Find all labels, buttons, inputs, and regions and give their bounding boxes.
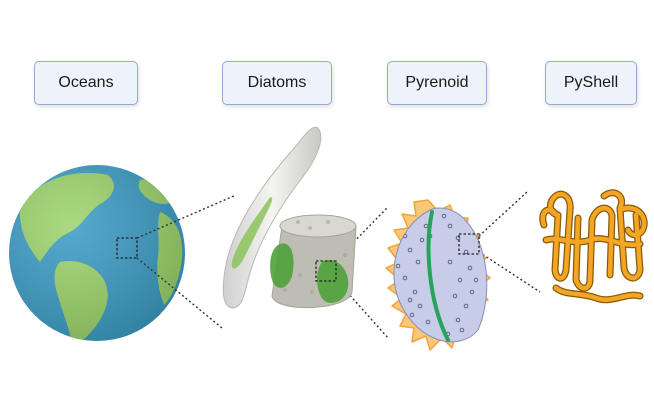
pyshell-protein-icon (539, 189, 648, 304)
earth-globe-icon (9, 165, 185, 341)
pyshell-label: PyShell (545, 61, 637, 105)
pyrenoid-icon (385, 199, 491, 351)
oceans-label: Oceans (34, 61, 138, 105)
zoom-box-diatoms (315, 260, 337, 282)
diatoms-label: Diatoms (222, 61, 332, 105)
pennate-diatom-icon (222, 126, 322, 309)
zoom-box-pyrenoid (458, 233, 480, 255)
zoom-box-oceans (116, 237, 138, 259)
zoom-lines (136, 191, 541, 339)
pyrenoid-label: Pyrenoid (387, 61, 487, 105)
centric-diatom-icon (270, 214, 357, 309)
